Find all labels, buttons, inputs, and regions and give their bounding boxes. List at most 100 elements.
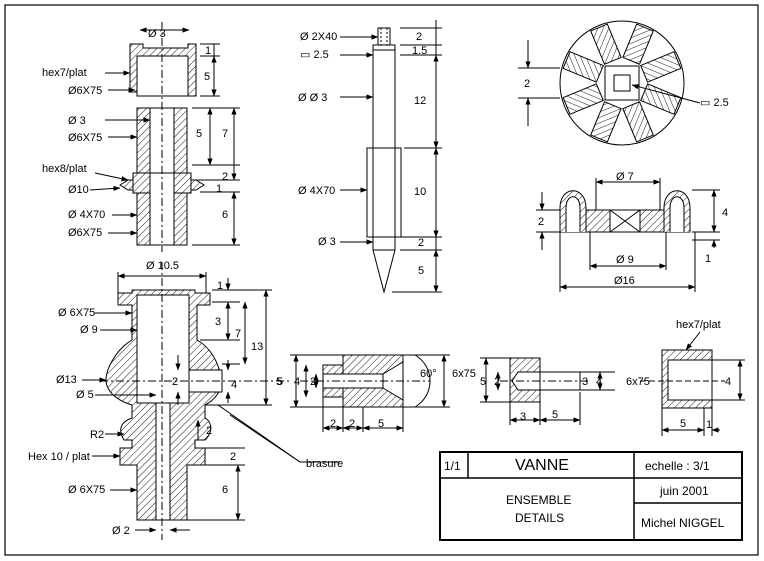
mid-left-dim7: 7 xyxy=(222,128,228,140)
part-wheel-section xyxy=(536,178,720,292)
needle-dim5: 5 xyxy=(418,265,424,277)
part-nozzle xyxy=(290,354,450,432)
wheel-spoke xyxy=(590,23,622,65)
needle-dia3: Ø Ø 3 xyxy=(298,92,327,104)
nut-len1: 1 xyxy=(706,419,712,431)
wheel-sq-label: ▭ 2.5 xyxy=(700,97,729,109)
top-left-dim5: 5 xyxy=(204,71,210,83)
sleeve-len5: 5 xyxy=(552,409,558,421)
needle-dim15: 1.5 xyxy=(412,45,427,57)
wheel-spokes xyxy=(562,23,682,143)
wheel-spoke xyxy=(562,51,604,83)
needle-bot: Ø 3 xyxy=(318,236,336,248)
nozzle-brasure: brasure xyxy=(306,458,343,470)
wheel-spoke xyxy=(562,83,604,115)
mid-left-dim6: 6 xyxy=(222,209,228,221)
nozzle-dim2a: 2 xyxy=(330,418,336,430)
wheel-section-dia16: Ø16 xyxy=(614,275,635,287)
nozzle-tube: 6x75 xyxy=(452,368,476,380)
nut-len5: 5 xyxy=(680,418,686,430)
assembly-r2: R2 xyxy=(90,429,104,441)
assembly-dim3: 3 xyxy=(215,316,221,328)
assembly-tube: Ø 6X75 xyxy=(58,307,95,319)
assembly-dia13: Ø13 xyxy=(56,374,77,386)
wheel-section-dia9: Ø 9 xyxy=(616,254,634,266)
assembly-dim4: 4 xyxy=(231,379,237,391)
needle-sq-label: ▭ 2.5 xyxy=(300,49,329,61)
sleeve-dim2: 2 xyxy=(494,376,500,388)
assembly-dim6: 6 xyxy=(222,484,228,496)
top-left-tube-label: Ø6X75 xyxy=(68,85,102,97)
needle-dim12: 12 xyxy=(414,95,426,107)
assembly-dim1: 1 xyxy=(217,280,223,292)
wheel-spoke xyxy=(590,101,622,143)
assembly-dim2: 2 xyxy=(172,376,178,388)
wheel-section-dim4: 4 xyxy=(722,207,728,219)
nut-hex: hex7/plat xyxy=(676,319,721,331)
assembly-dia5: Ø 5 xyxy=(76,389,94,401)
wheel-dim2: 2 xyxy=(524,78,530,90)
mid-left-dim5: 5 xyxy=(196,128,202,140)
mid-left-dim1: 1 xyxy=(216,183,222,195)
top-left-dia3: Ø 3 xyxy=(148,28,166,40)
title-block-author: Michel NIGGEL xyxy=(641,516,725,530)
assembly-dim13: 13 xyxy=(251,341,263,353)
sleeve-len3: 3 xyxy=(520,411,526,423)
title-block xyxy=(439,451,743,541)
mid-left-tube3: Ø6X75 xyxy=(68,227,102,239)
assembly-dim5: 5 xyxy=(276,376,282,388)
needle-top-label: Ø 2X40 xyxy=(300,31,337,43)
mid-left-tube: Ø6X75 xyxy=(68,132,102,144)
part-top-left xyxy=(105,22,220,104)
assembly-hex: Hex 10 / plat xyxy=(28,451,90,463)
top-left-hex-label: hex7/plat xyxy=(42,67,87,79)
wheel-section-dim1: 1 xyxy=(705,253,711,265)
wheel-section-dim2: 2 xyxy=(538,216,544,228)
needle-rod: Ø 4X70 xyxy=(298,185,335,197)
mid-left-dia3: Ø 3 xyxy=(68,115,86,127)
assembly-dia9: Ø 9 xyxy=(80,324,98,336)
title-block-title: VANNE xyxy=(515,457,569,474)
assembly-dia2: Ø 2 xyxy=(112,525,130,537)
part-needle xyxy=(340,20,442,294)
nozzle-dim2: 2 xyxy=(310,376,316,388)
nozzle-dim5: 5 xyxy=(277,376,283,388)
needle-dim10: 10 xyxy=(414,186,426,198)
nozzle-dim2b: 2 xyxy=(349,418,355,430)
sleeve-dim4: 4 xyxy=(596,376,602,388)
title-block-subtitle-2: DETAILS xyxy=(515,511,564,525)
wheel-spoke xyxy=(622,101,654,143)
sheet-border xyxy=(4,4,759,556)
nut-tube: 6x75 xyxy=(626,376,650,388)
assembly-tube2: Ø 6X75 xyxy=(68,484,105,496)
sleeve-dim5: 5 xyxy=(480,376,486,388)
part-mid-left xyxy=(89,102,240,252)
part-assembly xyxy=(82,262,340,540)
part-wheel xyxy=(518,20,701,146)
nozzle-dim5b: 5 xyxy=(378,418,384,430)
top-left-dim1: 1 xyxy=(205,45,211,57)
needle-dim2: 2 xyxy=(416,31,422,43)
assembly-dim2b: 2 xyxy=(206,425,212,437)
nozzle-angle: 60° xyxy=(420,368,437,380)
wheel-spoke xyxy=(640,51,682,83)
wheel-spoke xyxy=(622,23,654,65)
title-block-scale: echelle : 3/1 xyxy=(645,459,710,473)
title-block-subtitle-1: ENSEMBLE xyxy=(506,493,571,507)
mid-left-tube2: Ø 4X70 xyxy=(68,209,105,221)
assembly-dim7: 7 xyxy=(235,328,241,340)
title-block-date: juin 2001 xyxy=(659,484,709,498)
part-sleeve xyxy=(480,357,615,425)
nut-dim4: 4 xyxy=(725,376,731,388)
nozzle-dim4: 4 xyxy=(294,376,300,388)
assembly-dim2c: 2 xyxy=(230,451,236,463)
sleeve-dim3: 3 xyxy=(582,376,588,388)
wheel-spoke xyxy=(640,83,682,115)
wheel-section-dia7: Ø 7 xyxy=(616,171,634,183)
assembly-dia105: Ø 10.5 xyxy=(146,260,179,272)
title-block-sheet: 1/1 xyxy=(444,459,461,473)
part-nut xyxy=(640,331,745,436)
mid-left-dim2: 2 xyxy=(222,171,228,183)
mid-left-dia10: Ø10 xyxy=(68,184,89,196)
